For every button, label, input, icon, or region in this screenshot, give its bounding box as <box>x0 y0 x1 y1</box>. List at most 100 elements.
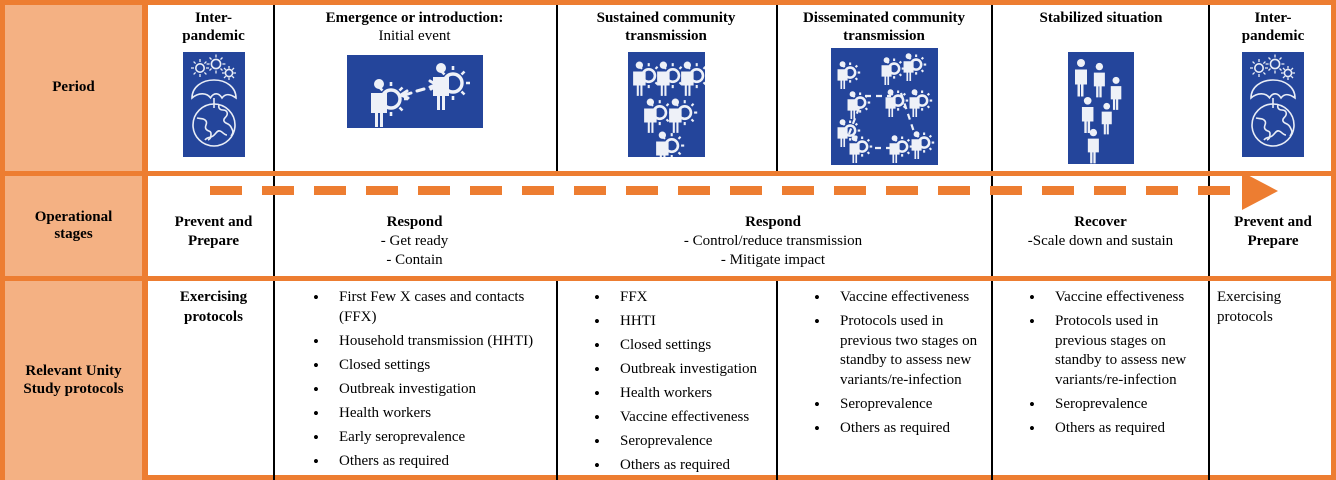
row-label-period-text: Period <box>52 79 95 96</box>
period-cell-stabilized: Stabilized situation <box>997 5 1205 171</box>
period-divider-4 <box>991 5 993 171</box>
operational-heading-line2: Prepare <box>187 232 240 249</box>
row-label-protocols-line2: Study protocols <box>23 380 124 397</box>
list-item: Vaccine effectiveness <box>594 407 774 429</box>
list-item: Seroprevalence <box>814 394 989 416</box>
row-divider-2 <box>5 276 1331 281</box>
period-title-line1: Emergence or introduction: <box>325 10 504 26</box>
protocols-text-line2: protocols <box>184 308 243 325</box>
list-item: Vaccine effectiveness <box>1029 287 1206 309</box>
period-title-line2: Initial event <box>378 27 451 44</box>
operational-stage-prevent-prepare-start: Prevent and Prepare <box>154 213 273 251</box>
period-title: Inter- pandemic <box>1214 10 1332 45</box>
period-title-line2: transmission <box>843 27 925 44</box>
operational-bullet: - Get ready <box>380 232 449 249</box>
period-divider-1 <box>273 5 275 171</box>
list-item: Others as required <box>594 455 774 477</box>
network-infected-people-icon <box>830 48 938 166</box>
protocols-cell-disseminated: Vaccine effectiveness Protocols used in … <box>780 287 989 443</box>
row-label-protocols-line1: Relevant Unity <box>25 363 122 380</box>
row-divider-1 <box>5 171 1331 176</box>
operational-heading: Prevent and <box>174 214 253 230</box>
period-cell-emergence: Emergence or introduction: Initial event <box>279 5 550 171</box>
period-cell-inter-pandemic-end: Inter- pandemic <box>1214 5 1332 171</box>
period-title-line2: pandemic <box>182 27 245 44</box>
protocols-text-line2: protocols <box>1217 308 1273 325</box>
period-title-line1: Inter- <box>195 10 232 26</box>
list-item: Others as required <box>313 451 554 473</box>
period-cell-inter-pandemic-start: Inter- pandemic <box>154 5 273 171</box>
protocols-divider-5 <box>1208 281 1210 480</box>
period-title: Inter- pandemic <box>154 10 273 45</box>
row-label-operational-line2: stages <box>54 226 93 242</box>
period-title-line1: Sustained community <box>596 10 736 26</box>
row-label-operational-line1: Operational <box>34 208 113 225</box>
list-item: Others as required <box>814 418 989 440</box>
list-item: Closed settings <box>594 335 774 357</box>
operational-divider-1 <box>273 176 275 276</box>
period-title: Disseminated community transmission <box>782 10 986 45</box>
list-item: Protocols used in previous stages on sta… <box>1029 311 1206 390</box>
period-divider-2 <box>556 5 558 171</box>
list-item: Outbreak investigation <box>313 379 554 401</box>
umbrella-globe-virus-icon <box>1242 52 1304 158</box>
operational-stage-recover: Recover -Scale down and sustain <box>995 213 1206 251</box>
protocols-divider-4 <box>991 281 993 480</box>
period-cell-sustained-transmission: Sustained community transmission <box>562 5 770 171</box>
list-item: Closed settings <box>313 355 554 377</box>
protocols-cell-stabilized: Vaccine effectiveness Protocols used in … <box>995 287 1206 443</box>
period-title: Sustained community transmission <box>562 10 770 45</box>
period-cell-disseminated-transmission: Disseminated community transmission <box>782 5 986 171</box>
list-item: Others as required <box>1029 418 1206 440</box>
protocols-text-line1: Exercising <box>1217 289 1282 305</box>
list-item: Household transmission (HHTI) <box>313 331 554 353</box>
period-title-line2: pandemic <box>1241 27 1305 44</box>
list-item: Seroprevalence <box>594 431 774 453</box>
operational-bullet: - Contain <box>386 251 443 268</box>
list-item: Health workers <box>313 403 554 425</box>
operational-bullet: -Scale down and sustain <box>1027 232 1174 249</box>
protocols-cell-exercising-start: Exercising protocols <box>154 288 273 327</box>
period-divider-3 <box>776 5 778 171</box>
period-title-line1: Inter- <box>1254 10 1292 26</box>
protocols-cell-exercising-end: Exercising protocols <box>1217 288 1332 327</box>
operational-heading: Prevent and <box>1234 214 1312 230</box>
six-healthy-people-icon <box>1068 51 1134 164</box>
operational-divider-3 <box>1208 176 1210 276</box>
operational-bullet: - Control/reduce transmission <box>683 232 863 249</box>
operational-divider-2 <box>991 176 993 276</box>
list-item: Vaccine effectiveness <box>814 287 989 309</box>
period-title: Stabilized situation <box>997 10 1205 28</box>
list-item: Outbreak investigation <box>594 359 774 381</box>
protocols-divider-3 <box>776 281 778 480</box>
period-title: Emergence or introduction: Initial event <box>279 10 550 45</box>
operational-heading: Respond <box>745 214 801 230</box>
list-item: HHTI <box>594 311 774 333</box>
list-item: Seroprevalence <box>1029 394 1206 416</box>
protocols-cell-emergence: First Few X cases and contacts (FFX) Hou… <box>279 287 554 476</box>
two-people-transmission-icon <box>346 55 483 129</box>
umbrella-globe-virus-icon <box>182 52 245 158</box>
operational-stage-respond-get-ready: Respond - Get ready - Contain <box>279 213 550 270</box>
list-item: First Few X cases and contacts (FFX) <box>313 287 554 327</box>
row-label-operational-stages: Operational stages <box>5 176 148 276</box>
period-title-line1: Disseminated community <box>802 10 966 26</box>
row-label-period: Period <box>5 5 148 171</box>
list-item: FFX <box>594 287 774 309</box>
operational-heading: Respond <box>386 214 443 230</box>
list-item: Early seroprevalence <box>313 427 554 449</box>
period-divider-5 <box>1208 5 1210 171</box>
arrowhead-icon <box>1242 172 1278 210</box>
protocols-text-line1: Exercising <box>179 289 248 305</box>
period-title-line1: Stabilized situation <box>1039 10 1163 26</box>
dashed-progress-arrow <box>5 172 1336 210</box>
protocols-cell-sustained: FFX HHTI Closed settings Outbreak invest… <box>560 287 774 480</box>
list-item: Health workers <box>594 383 774 405</box>
operational-bullet: - Mitigate impact <box>720 251 826 268</box>
operational-stage-prevent-prepare-end: Prevent and Prepare <box>1214 213 1332 251</box>
row-label-protocols: Relevant Unity Study protocols <box>5 281 148 480</box>
list-item: Protocols used in previous two stages on… <box>814 311 989 390</box>
six-infected-people-icon <box>627 52 705 158</box>
protocols-divider-2 <box>556 281 558 480</box>
period-title-line2: transmission <box>625 27 707 44</box>
